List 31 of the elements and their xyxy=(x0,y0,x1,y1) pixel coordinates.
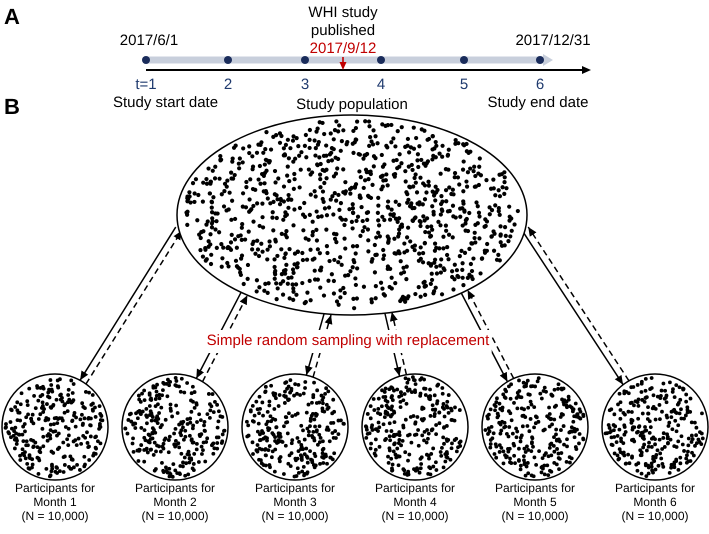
time-index: 6 xyxy=(536,75,544,95)
event-date: 2017/9/12 xyxy=(310,39,376,59)
time-index: 5 xyxy=(460,75,468,95)
sample-caption: Participants for Month 6 xyxy=(614,481,696,509)
time-index: 4 xyxy=(376,75,386,95)
date-label: 2017/6/1 xyxy=(120,31,178,51)
sample-size: (N = 10,000) xyxy=(140,509,210,523)
sample-caption: Participants for Month 4 xyxy=(374,481,456,509)
population-heading: Study population xyxy=(296,96,408,114)
sample-caption: Participants for Month 2 xyxy=(134,481,216,509)
end-label: Study end date xyxy=(488,93,588,113)
sample-size: (N = 10,000) xyxy=(500,509,570,523)
event-label: WHI study published xyxy=(307,4,379,40)
time-index: t=1 xyxy=(135,75,157,95)
start-label: Study start date xyxy=(113,93,218,113)
sample-size: (N = 10,000) xyxy=(380,509,450,523)
date-label: 2017/12/31 xyxy=(515,31,591,51)
sampling-note: Simple random sampling with replacement xyxy=(204,330,492,352)
panel-letter: A xyxy=(4,3,20,31)
time-index: 3 xyxy=(300,75,310,95)
sample-caption: Participants for Month 1 xyxy=(14,481,96,509)
panel-letter: B xyxy=(4,93,20,121)
time-index: 2 xyxy=(224,75,232,95)
sample-size: (N = 10,000) xyxy=(20,509,90,523)
sample-size: (N = 10,000) xyxy=(620,509,690,523)
arrow xyxy=(85,230,182,384)
sample-caption: Participants for Month 5 xyxy=(494,481,576,509)
arrow xyxy=(466,290,514,379)
arrow xyxy=(79,226,176,381)
sample-caption: Participants for Month 3 xyxy=(254,481,336,509)
sample-size: (N = 10,000) xyxy=(260,509,330,523)
